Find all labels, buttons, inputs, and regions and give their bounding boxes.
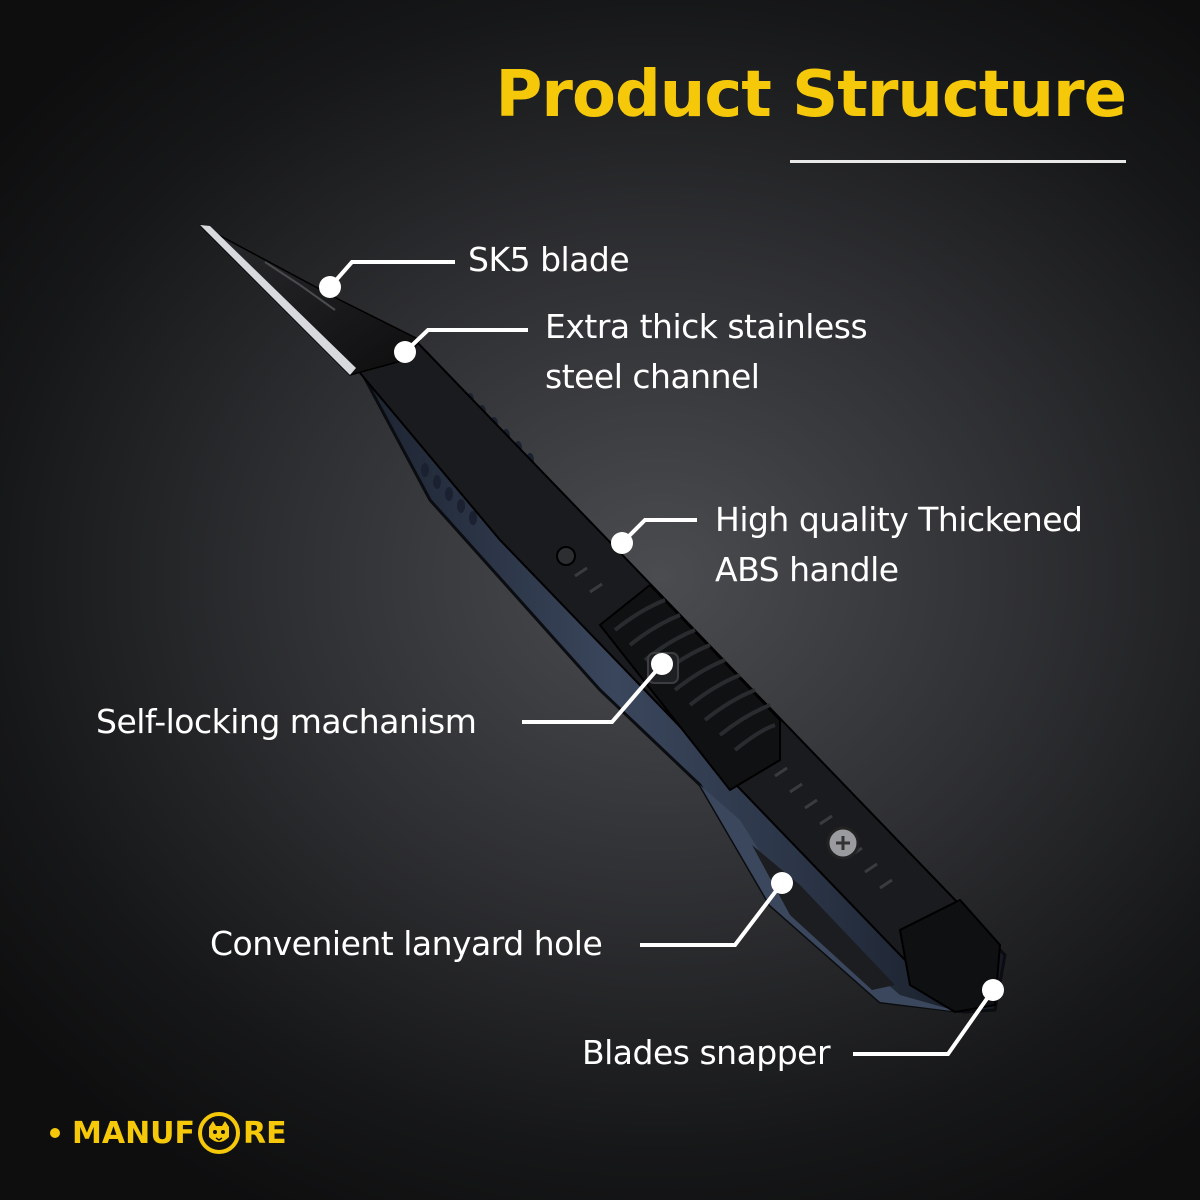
leader-blades-snapper [853, 988, 995, 1056]
blade-snapper-cap [898, 898, 1002, 1014]
label-abs-handle: High quality Thickened ABS handle [715, 495, 1083, 595]
tiger-seal-icon [198, 1112, 241, 1154]
label-blades-snapper-text: Blades snapper [582, 1033, 831, 1072]
label-abs-handle-line2: ABS handle [715, 550, 899, 589]
label-lanyard-hole: Convenient lanyard hole [210, 919, 603, 969]
leader-self-locking [522, 662, 664, 724]
brand-name-right: RE [243, 1115, 287, 1151]
label-blades-snapper: Blades snapper [582, 1028, 831, 1078]
label-sk5-blade-text: SK5 blade [468, 240, 630, 279]
leader-sk5-blade [328, 260, 455, 289]
slider-lock-button [598, 583, 781, 792]
label-steel-channel-line2: steel channel [545, 357, 760, 396]
brand-bullet [50, 1128, 60, 1138]
channel-screw [556, 546, 576, 566]
label-lanyard-hole-text: Convenient lanyard hole [210, 924, 603, 963]
title-underline [790, 160, 1126, 163]
label-self-locking: Self-locking machanism [96, 697, 477, 747]
label-steel-channel-line1: Extra thick stainless [545, 307, 868, 346]
brand-name-left: MANUF [72, 1115, 196, 1151]
label-abs-handle-line1: High quality Thickened [715, 500, 1083, 539]
label-steel-channel: Extra thick stainless steel channel [545, 302, 868, 402]
callout-leader-lines [328, 260, 995, 1056]
sk5-blade [199, 224, 422, 376]
brand-logo: MANUF RE [50, 1108, 287, 1158]
page-title: Product Structure [495, 58, 1127, 132]
leader-lanyard-hole [640, 881, 784, 947]
label-sk5-blade: SK5 blade [468, 235, 630, 285]
callout-dots [319, 276, 1004, 1001]
label-self-locking-text: Self-locking machanism [96, 702, 477, 741]
leader-abs-handle [620, 518, 697, 545]
